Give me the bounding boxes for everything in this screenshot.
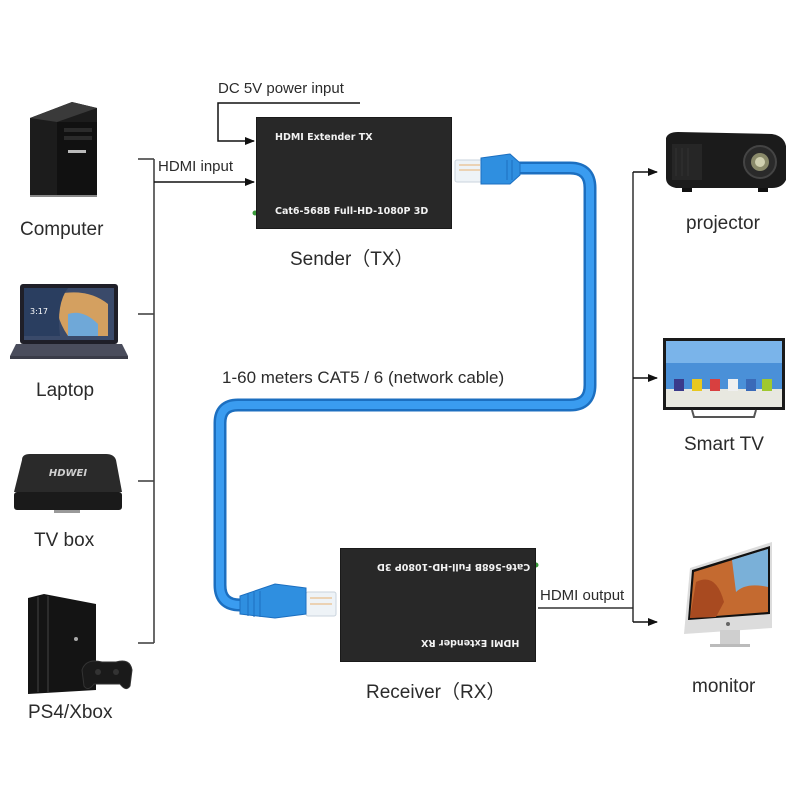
source-console <box>26 594 136 701</box>
rj45-connector-rx <box>239 583 337 619</box>
output-monitor <box>676 542 776 657</box>
rj45-connector-tx <box>454 153 521 185</box>
desktop-tower-icon <box>30 102 97 197</box>
source-bracket <box>138 158 155 644</box>
output-label-monitor: monitor <box>692 676 756 697</box>
hdmi-output-label: HDMI output <box>540 587 625 604</box>
sender-top-text: HDMI Extender TX <box>275 132 373 143</box>
monitor-icon <box>684 542 772 647</box>
sender-tx-box: HDMI Extender TX Cat6-568B Full-HD-1080P… <box>256 117 452 229</box>
receiver-bottom-text: HDMI Extender RX <box>421 637 520 648</box>
output-projector <box>662 130 792 205</box>
hdmi-input-label: HDMI input <box>158 158 234 175</box>
output-label-projector: projector <box>686 213 760 234</box>
receiver-rx-box: Cat6-568B Full-HD-1080P 3D HDMI Extender… <box>340 548 536 662</box>
output-label-smart-tv: Smart TV <box>684 434 764 455</box>
output-smart-tv <box>662 337 786 426</box>
projector-icon <box>666 132 786 192</box>
tv-box-icon: HDWEI <box>14 454 122 513</box>
power-input-arrow <box>217 102 360 145</box>
tv-box-brand: HDWEI <box>49 468 88 479</box>
laptop-screen-time: 3:17 <box>30 307 48 316</box>
source-tv-box: HDWEI <box>12 452 124 523</box>
source-label-computer: Computer <box>20 219 104 240</box>
sender-bottom-text: Cat6-568B Full-HD-1080P 3D <box>275 206 429 217</box>
receiver-top-text: Cat6-568B Full-HD-1080P 3D <box>377 561 531 572</box>
power-input-label: DC 5V power input <box>218 80 344 97</box>
laptop-icon: 3:17 <box>10 284 128 359</box>
source-computer <box>22 100 107 205</box>
source-label-laptop: Laptop <box>36 380 95 401</box>
smart-tv-icon <box>663 338 785 418</box>
receiver-caption: Receiver（RX） <box>366 682 506 703</box>
source-laptop: 3:17 <box>8 284 130 373</box>
source-label-tvbox: TV box <box>34 530 95 551</box>
cable-label: 1-60 meters CAT5 / 6 (network cable) <box>222 368 505 387</box>
game-console-icon <box>28 594 133 694</box>
sender-caption: Sender（TX） <box>290 249 414 270</box>
source-label-console: PS4/Xbox <box>28 702 113 723</box>
